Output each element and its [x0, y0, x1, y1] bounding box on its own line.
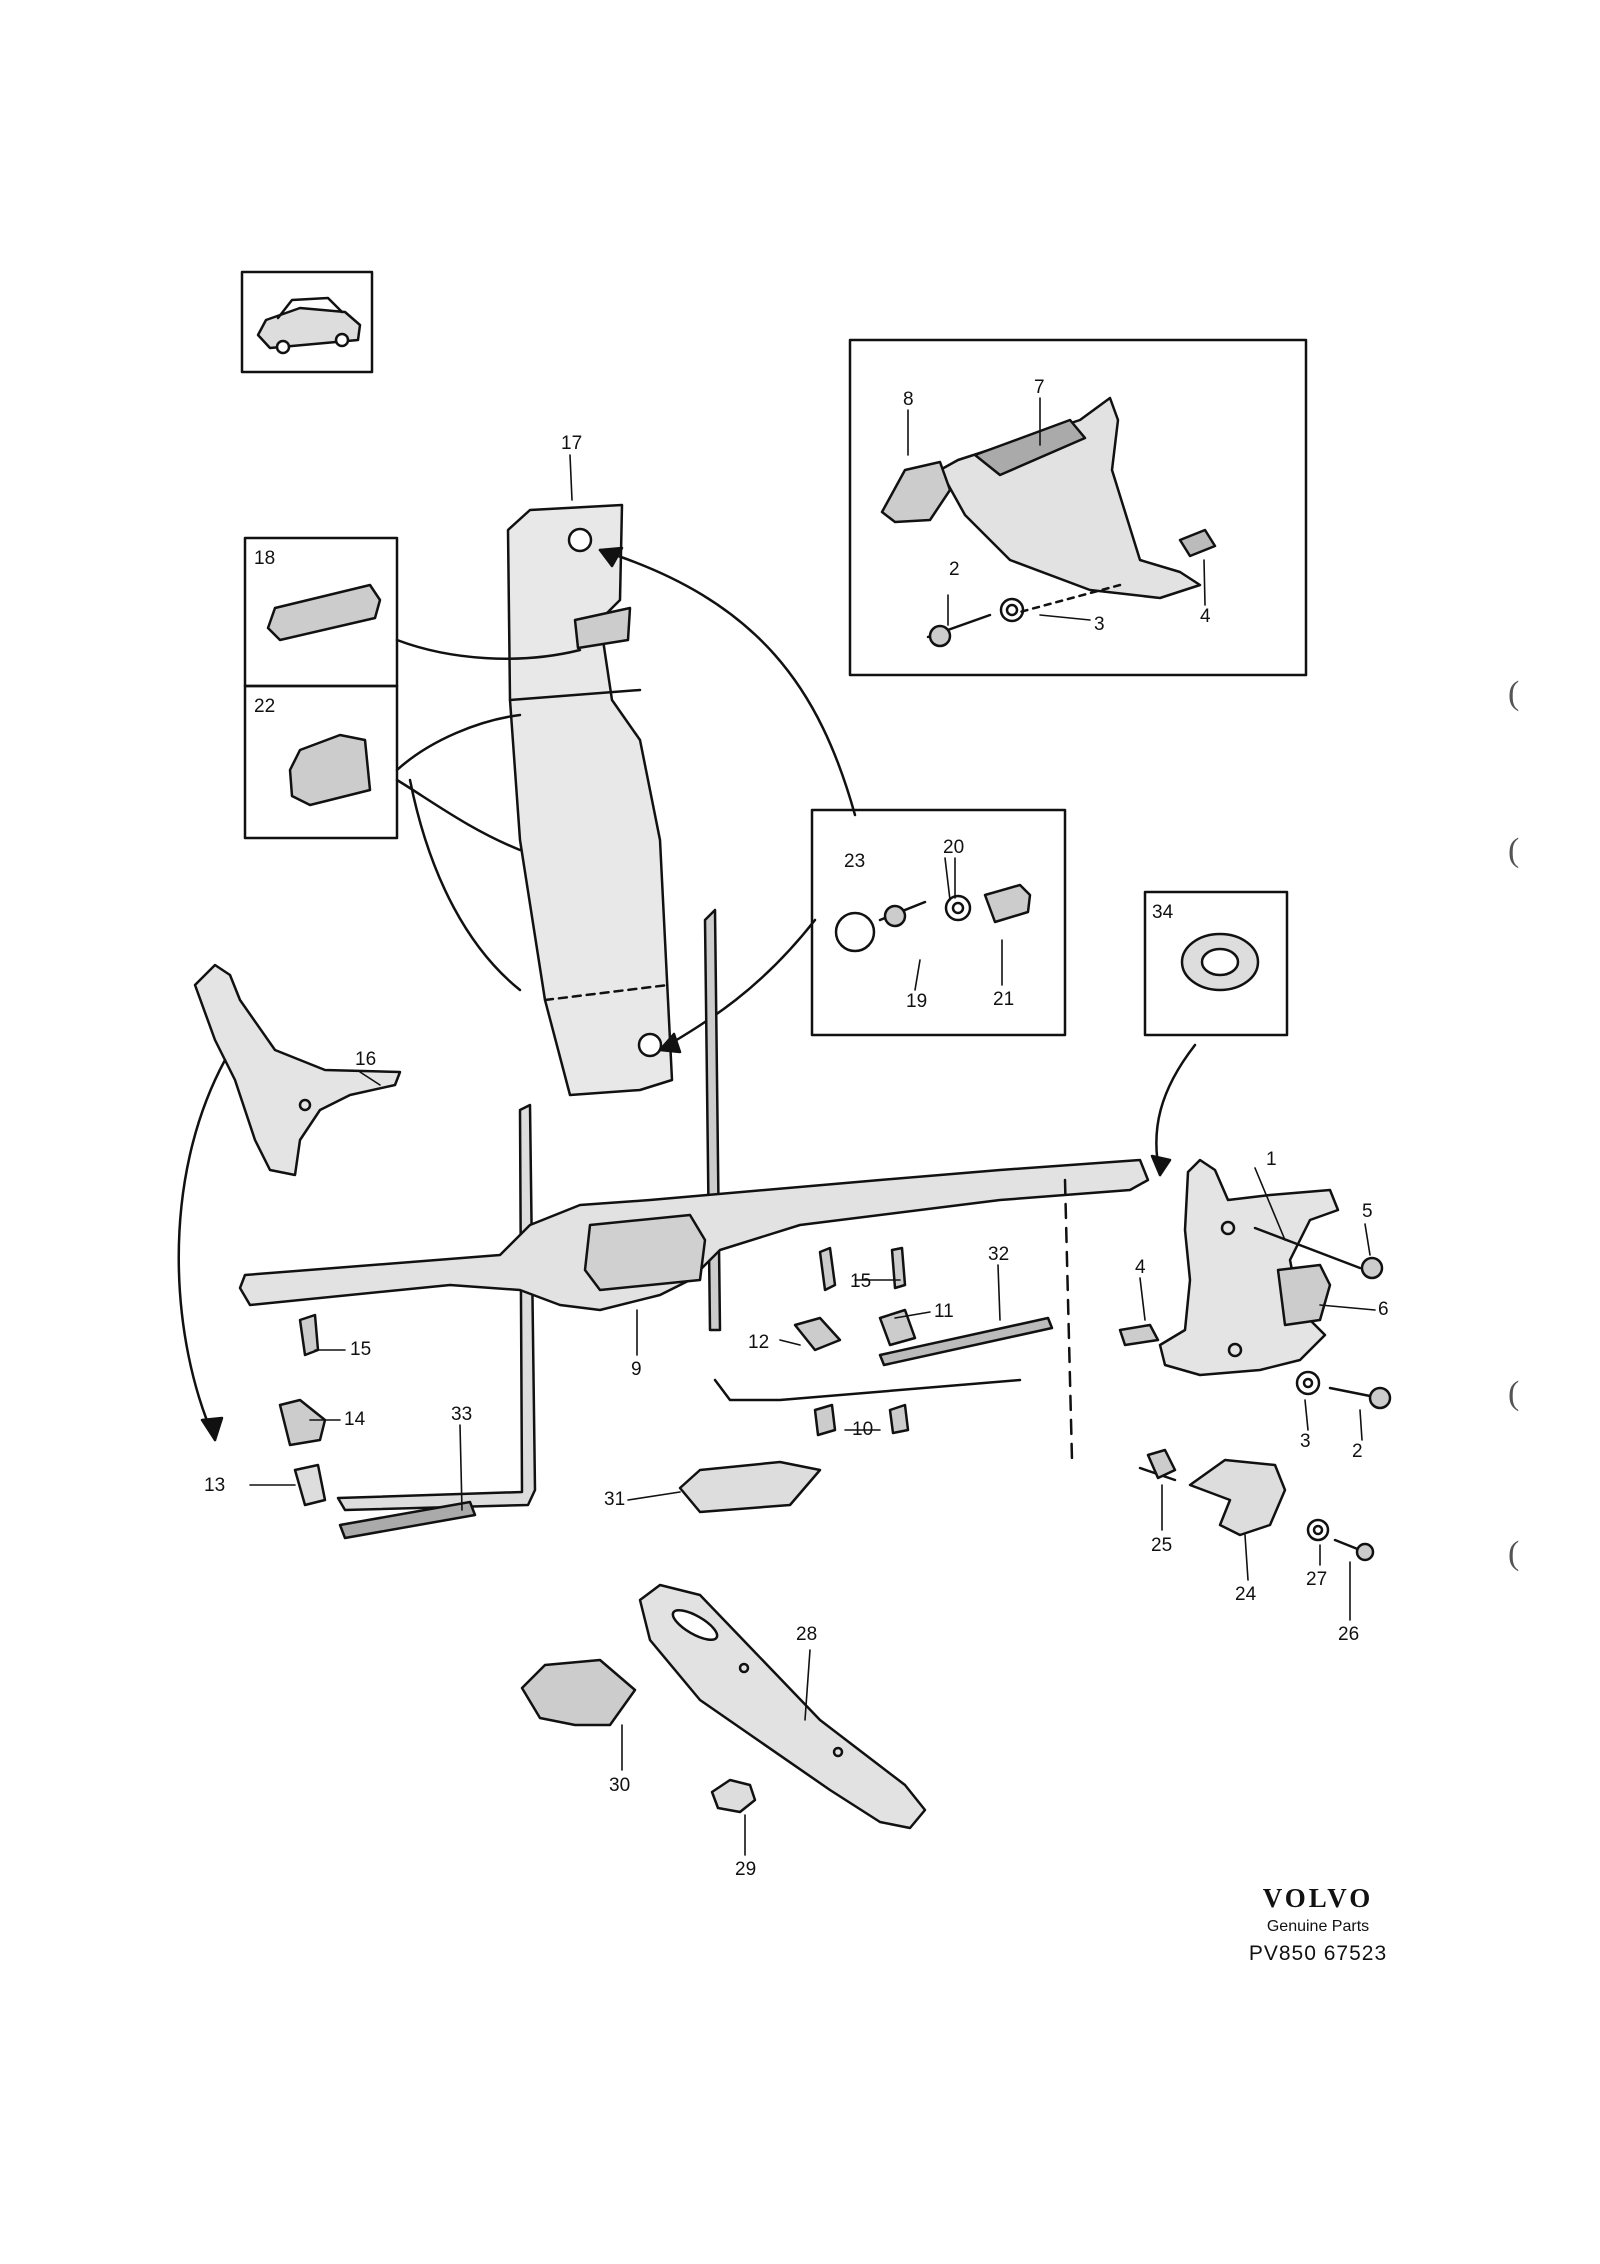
- callout-5: 5: [1362, 1201, 1373, 1222]
- callout-33: 33: [451, 1404, 473, 1425]
- inset-box-fasteners-19-23: [810, 808, 1067, 1037]
- brand-block: VOLVO Genuine Parts PV850 67523: [1238, 1883, 1398, 1966]
- callout-19: 19: [906, 991, 928, 1012]
- callout-18: 18: [254, 548, 276, 569]
- sill-trim-9: [238, 1158, 1150, 1312]
- inset-box-grommet-34: [1143, 890, 1289, 1177]
- callout-2: 2: [1352, 1441, 1363, 1462]
- callout-26: 26: [1338, 1624, 1360, 1645]
- callout-34: 34: [1152, 902, 1174, 923]
- callout-29: 29: [735, 1859, 757, 1880]
- callout-20: 20: [943, 837, 965, 858]
- strap-28: [638, 1583, 927, 1830]
- kick-panel-1: [1158, 1158, 1340, 1377]
- clips-center: [793, 1246, 917, 1437]
- margin-mark: (: [1508, 1375, 1520, 1412]
- inset-box-kick-panel: [848, 338, 1308, 677]
- callout-3: 3: [1094, 614, 1105, 635]
- callout-32: 32: [988, 1244, 1010, 1265]
- clip-31: [678, 1460, 822, 1514]
- callout-21: 21: [993, 989, 1015, 1010]
- margin-mark: (: [1508, 675, 1520, 712]
- volvo-logo: VOLVO: [1262, 1883, 1374, 1913]
- callout-10: 10: [852, 1419, 874, 1440]
- callout-17: 17: [561, 433, 583, 454]
- clip-30: [520, 1658, 637, 1727]
- plug-29: [710, 1778, 757, 1814]
- trim-16: [193, 963, 402, 1177]
- callout-15: 15: [850, 1271, 872, 1292]
- callout-15: 15: [350, 1339, 372, 1360]
- margin-mark: (: [1508, 1535, 1520, 1572]
- callout-12: 12: [748, 1332, 770, 1353]
- callout-28: 28: [796, 1624, 818, 1645]
- callout-9: 9: [631, 1359, 642, 1380]
- seal-33: [338, 1500, 477, 1540]
- callout-4: 4: [1200, 606, 1211, 627]
- strip-32: [878, 1316, 1054, 1367]
- callout-11: 11: [934, 1301, 954, 1322]
- arrow-to-pillar: [598, 546, 857, 1054]
- clips-left: [278, 1313, 327, 1507]
- vehicle-thumbnail: [240, 270, 374, 374]
- callout-24: 24: [1235, 1584, 1257, 1605]
- callout-30: 30: [609, 1775, 631, 1796]
- callout-8: 8: [903, 389, 914, 410]
- callout-6: 6: [1378, 1299, 1389, 1320]
- callout-16: 16: [355, 1049, 377, 1070]
- bracket-24: [1138, 1448, 1375, 1562]
- callout-25: 25: [1151, 1535, 1173, 1556]
- callout-13: 13: [204, 1475, 226, 1496]
- callout-31: 31: [604, 1489, 626, 1510]
- callout-27: 27: [1306, 1569, 1328, 1590]
- margin-mark: (: [1508, 832, 1520, 869]
- callout-3: 3: [1300, 1431, 1311, 1452]
- leader-lines: [249, 397, 1376, 1856]
- callout-2: 2: [949, 559, 960, 580]
- part-code: PV850 67523: [1248, 1942, 1388, 1965]
- inset-box-clips-18-22: [243, 536, 582, 992]
- dashed-leader: [1063, 1178, 1074, 1462]
- fasteners-right: [1118, 1226, 1392, 1410]
- callout-23: 23: [844, 851, 866, 872]
- callout-4: 4: [1135, 1257, 1146, 1278]
- callout-22: 22: [254, 696, 276, 717]
- callout-7: 7: [1034, 377, 1045, 398]
- callout-14: 14: [344, 1409, 366, 1430]
- pillar-trim-17: [506, 503, 674, 1097]
- arrow-left-curve: [177, 1058, 227, 1442]
- callout-1: 1: [1266, 1149, 1277, 1170]
- brand-subtitle: Genuine Parts: [1266, 1918, 1370, 1935]
